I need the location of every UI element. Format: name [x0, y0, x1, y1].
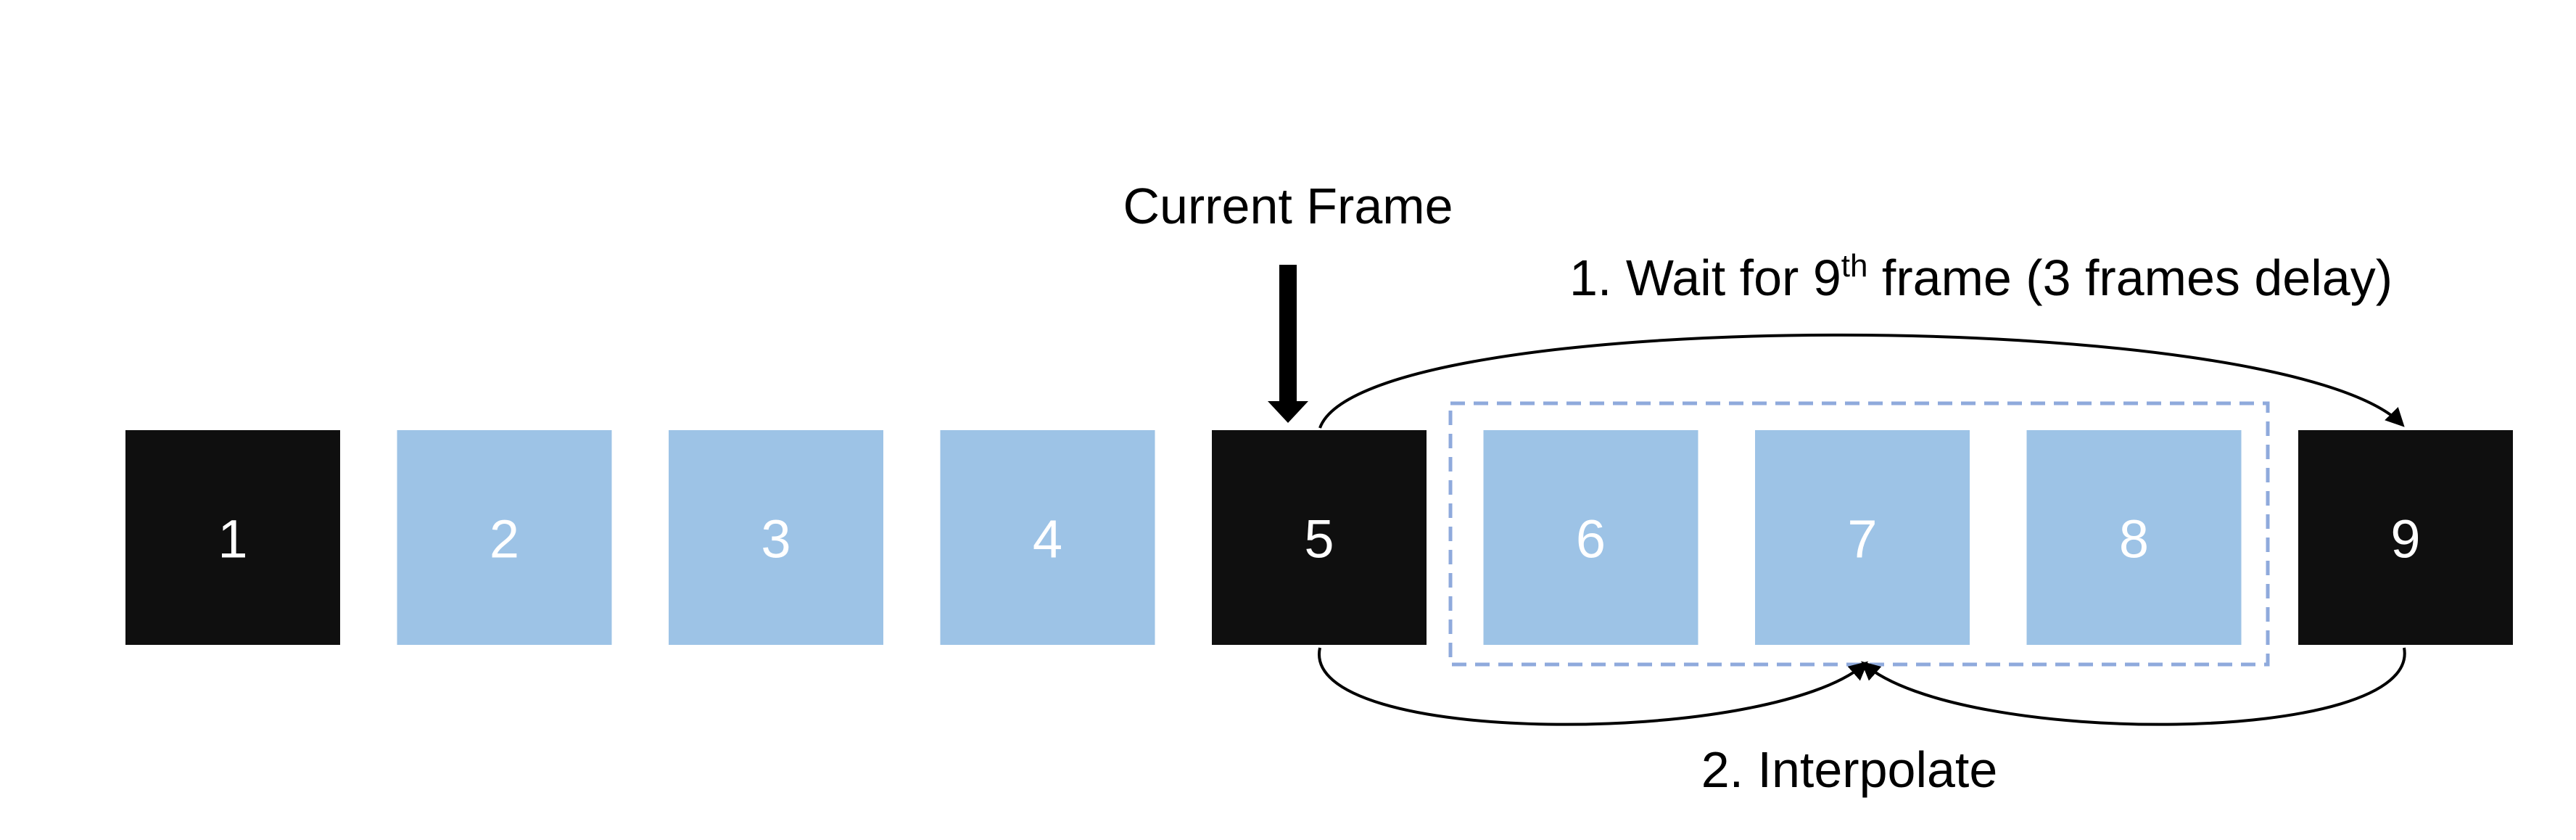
frame-7: 7	[1755, 430, 1970, 645]
frame-number: 2	[490, 509, 519, 569]
frame-box	[1483, 430, 1698, 645]
frame-2: 2	[397, 430, 612, 645]
frame-sequence: 1 2 3 4 5 6 7 8 9	[125, 430, 2513, 645]
frame-number: 5	[1304, 509, 1334, 569]
frame-6: 6	[1483, 430, 1698, 645]
frame-number: 7	[1847, 509, 1877, 569]
frame-number: 3	[761, 509, 790, 569]
frame-5: 5	[1212, 430, 1427, 645]
frame-box	[125, 430, 340, 645]
frame-number: 4	[1033, 509, 1062, 569]
frame-box	[669, 430, 883, 645]
frame-8: 8	[2026, 430, 2242, 645]
wait-label: 1. Wait for 9th frame (3 frames delay)	[1569, 248, 2393, 306]
frame-box	[397, 430, 612, 645]
frame-4: 4	[940, 430, 1155, 645]
frame-number: 1	[218, 509, 247, 569]
frame-box	[940, 430, 1155, 645]
frame-1: 1	[125, 430, 340, 645]
frame-box	[1212, 430, 1427, 645]
frame-9: 9	[2298, 430, 2513, 645]
wait-label-prefix: 1. Wait for 9	[1569, 250, 1841, 306]
wait-label-superscript: th	[1841, 248, 1868, 284]
interpolate-arrow-from-frame-9	[1861, 647, 2406, 726]
wait-arrow	[1318, 333, 2405, 429]
frame-box	[2298, 430, 2513, 645]
current-frame-arrow	[1268, 265, 1308, 423]
current-frame-label: Current Frame	[1123, 178, 1453, 234]
interpolate-label: 2. Interpolate	[1701, 741, 1998, 798]
wait-label-suffix: frame (3 frames delay)	[1867, 250, 2393, 306]
interpolate-arrow-from-frame-5	[1318, 647, 1868, 726]
frame-box	[2026, 430, 2242, 645]
frame-3: 3	[669, 430, 883, 645]
frame-number: 8	[2119, 509, 2149, 569]
frame-box	[1755, 430, 1970, 645]
frame-number: 6	[1576, 509, 1606, 569]
frame-number: 9	[2390, 509, 2420, 569]
